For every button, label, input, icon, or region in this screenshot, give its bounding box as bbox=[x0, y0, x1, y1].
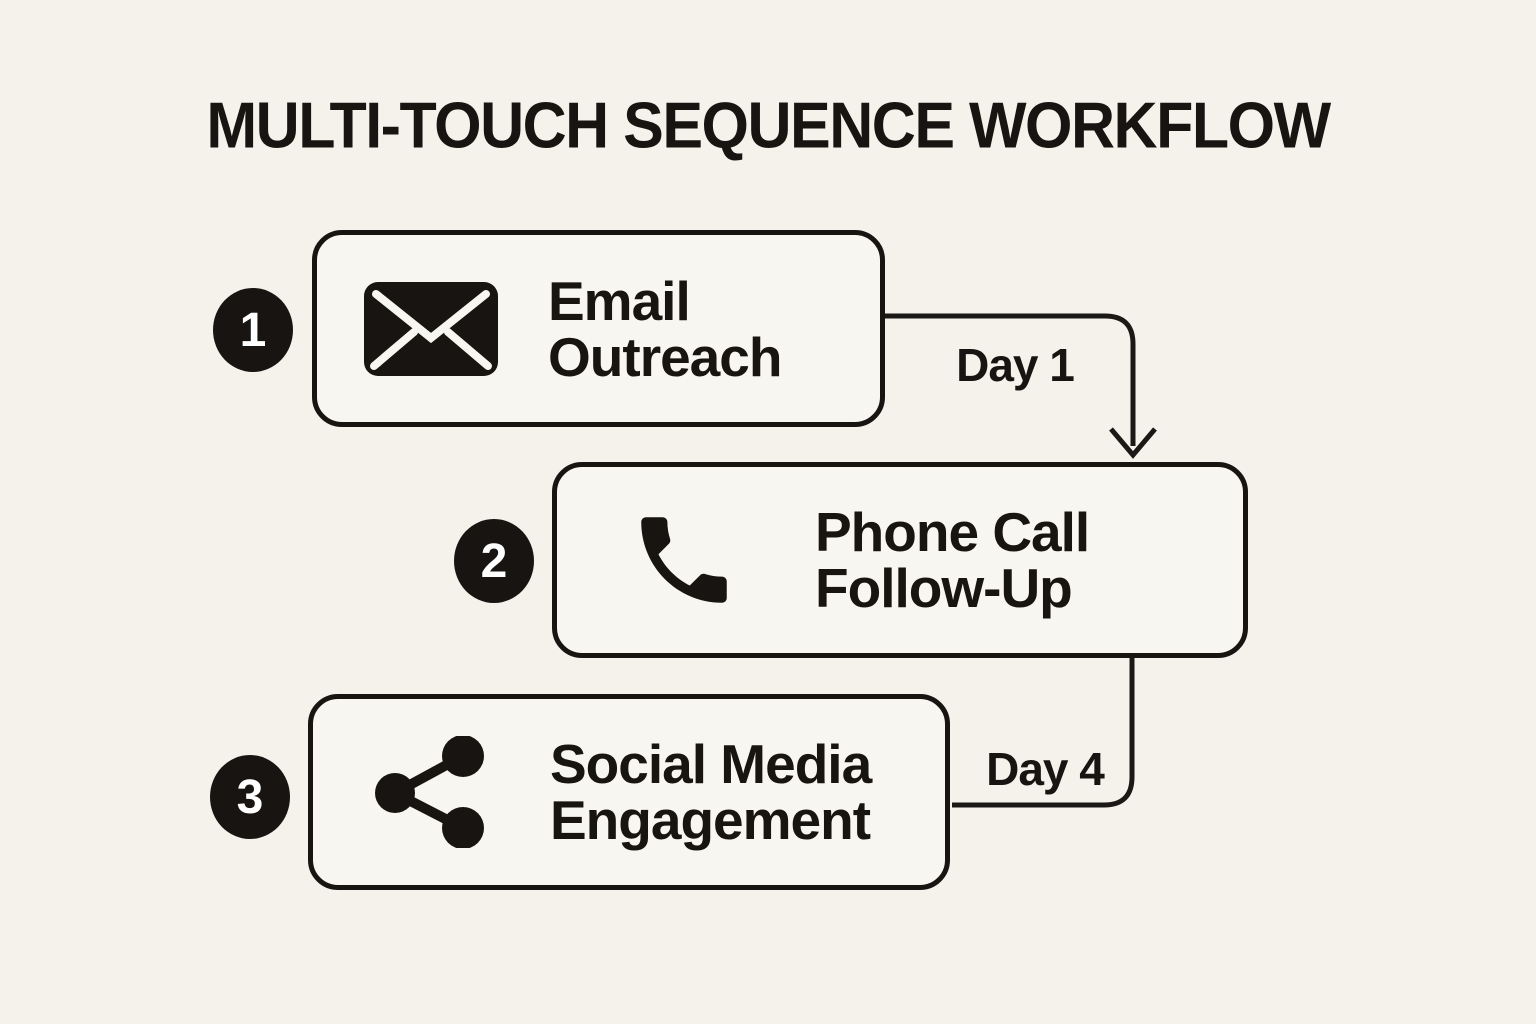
connector-label-day4: Day 4 bbox=[986, 743, 1105, 795]
step-number-badge-3: 3 bbox=[210, 755, 290, 839]
connector-step2-to-step3 bbox=[952, 658, 1135, 808]
step-number-badge-1: 1 bbox=[213, 288, 293, 372]
connector-step1-to-step2 bbox=[880, 313, 1136, 446]
step-label-phone-call: Phone Call Follow-Up bbox=[815, 501, 1090, 619]
connector-label-day1: Day 1 bbox=[956, 339, 1075, 391]
arrowhead-down-icon bbox=[1109, 427, 1157, 459]
page-title: MULTI-TOUCH SEQUENCE WORKFLOW bbox=[206, 89, 1331, 162]
step-box-social-media: Social Media Engagement bbox=[308, 694, 950, 890]
email-envelope-icon bbox=[364, 281, 498, 376]
step-label-email-outreach: Email Outreach bbox=[548, 269, 782, 388]
share-network-icon bbox=[375, 736, 484, 848]
step-label-social-media: Social Media Engagement bbox=[550, 733, 872, 851]
step-box-phone-call: Phone Call Follow-Up bbox=[552, 462, 1248, 658]
phone-handset-icon bbox=[641, 517, 727, 603]
step-number-3: 3 bbox=[236, 770, 264, 824]
step-number-2: 2 bbox=[480, 534, 508, 588]
step-number-1: 1 bbox=[239, 303, 267, 357]
step-number-badge-2: 2 bbox=[454, 519, 534, 603]
step-box-email-outreach: Email Outreach bbox=[312, 230, 885, 427]
